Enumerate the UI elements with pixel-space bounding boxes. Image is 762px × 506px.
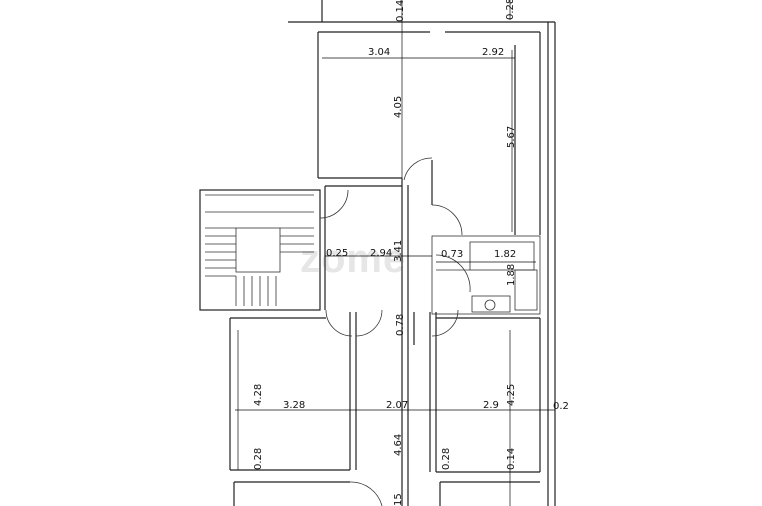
dim-room-sc-depth: 4.64 [393, 434, 404, 456]
dim-bottom-gap-3: 0.14 [506, 448, 517, 470]
dim-room-se-width: 2.9 [483, 400, 499, 411]
dim-room-sc-width: 2.07 [386, 400, 408, 411]
dim-hall-left: 0.25 [326, 248, 348, 259]
outer-walls [199, 0, 556, 506]
dim-room-nw-depth: 4.05 [393, 96, 404, 118]
staircase [205, 194, 314, 306]
dim-room-ne-width: 2.92 [482, 47, 504, 58]
dim-bath-width: 1.82 [494, 249, 516, 260]
dim-bottom-gap-1: 0.28 [253, 448, 264, 470]
dim-bottom-gap-2: 0.28 [441, 448, 452, 470]
dimension-lines [235, 0, 555, 506]
dim-hall-depth: 3.41 [393, 240, 404, 262]
dim-bath-depth: 1.88 [506, 264, 517, 286]
dim-room-se-depth: 4.25 [506, 384, 517, 406]
interior-walls [324, 45, 541, 506]
watermark: zome [300, 237, 406, 281]
dim-top-gap-1: 0.14 [395, 0, 406, 22]
dim-top-gap-2: 0.28 [505, 0, 516, 20]
door-swings [319, 157, 471, 506]
dim-room-sw-depth: 4.28 [253, 384, 264, 406]
dim-room-sw-width: 3.28 [283, 400, 305, 411]
dim-wc-gap: 0.73 [441, 249, 463, 260]
dim-bottom-partial: 15 [393, 493, 404, 506]
dim-room-ne-depth: 5.67 [506, 126, 517, 148]
dim-corridor-depth: 0.78 [395, 314, 406, 336]
dim-wall-right: 0.2 [553, 401, 569, 412]
dim-hall-width: 2.94 [370, 248, 392, 259]
dim-room-nw-width: 3.04 [368, 47, 390, 58]
dimension-labels: 0.14 0.28 3.04 2.92 4.05 5.67 0.25 2.94 … [253, 0, 569, 506]
